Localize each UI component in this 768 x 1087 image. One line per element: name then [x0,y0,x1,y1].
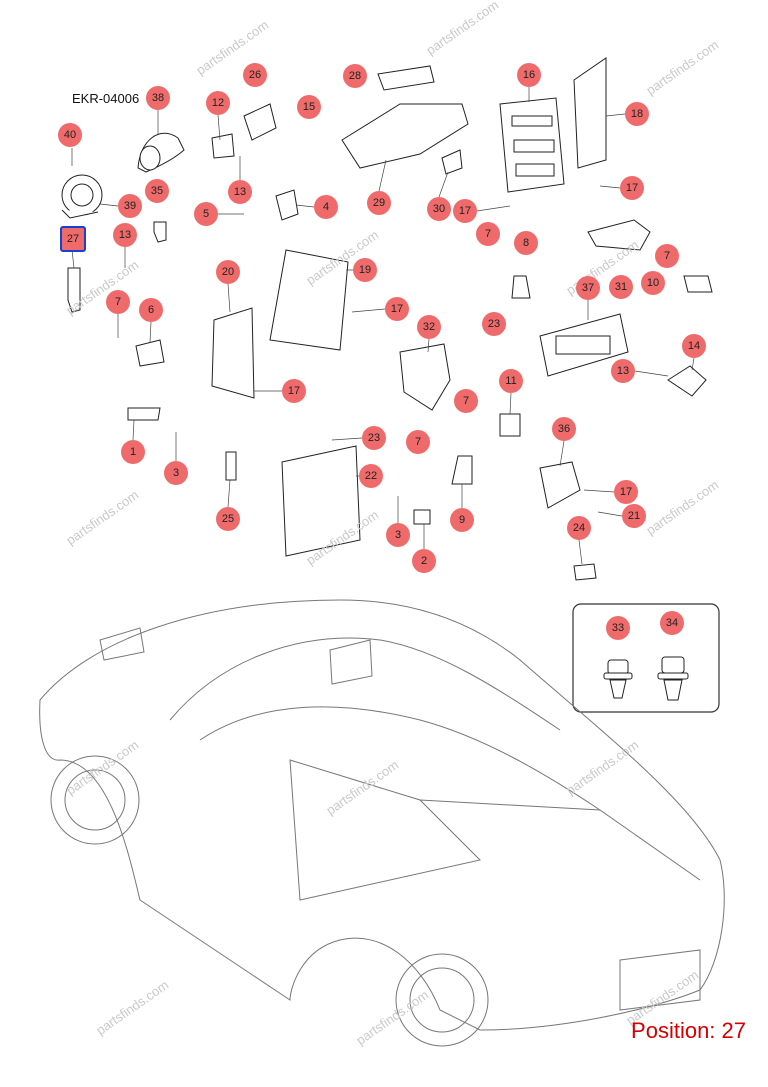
part-28-module [377,65,435,91]
callout-9[interactable]: 9 [450,508,474,532]
part-12-bracket [211,133,235,159]
callout-17[interactable]: 17 [453,199,477,223]
part-10-bracket [683,275,713,293]
part-37-module [539,313,629,377]
callout-40[interactable]: 40 [58,123,82,147]
callout-17[interactable]: 17 [614,480,638,504]
part-26-module [243,103,277,141]
callout-13[interactable]: 13 [113,223,137,247]
callout-26[interactable]: 26 [243,63,267,87]
callout-17[interactable]: 17 [385,297,409,321]
callout-38[interactable]: 38 [146,86,170,110]
callout-3[interactable]: 3 [164,461,188,485]
callout-18[interactable]: 18 [625,102,649,126]
callout-15[interactable]: 15 [297,95,321,119]
callout-13[interactable]: 13 [611,359,635,383]
callout-21[interactable]: 21 [622,504,646,528]
detail-inset-box [572,603,720,713]
callout-8[interactable]: 8 [514,231,538,255]
part-11-bracket [499,413,521,437]
callout-6[interactable]: 6 [139,298,163,322]
part-34-clip [657,656,689,701]
part-33-clip [603,659,633,699]
callout-24[interactable]: 24 [567,516,591,540]
callout-30[interactable]: 30 [427,197,451,221]
callout-1[interactable]: 1 [121,440,145,464]
callout-7[interactable]: 7 [106,290,130,314]
callout-25[interactable]: 25 [216,507,240,531]
part-24-sensor [573,563,597,581]
callout-36[interactable]: 36 [552,417,576,441]
callout-32[interactable]: 32 [417,315,441,339]
callout-23[interactable]: 23 [362,426,386,450]
part-20-bracket [211,307,255,399]
callout-31[interactable]: 31 [609,275,633,299]
part-38-horn [137,132,185,173]
part-4-bracket [275,189,299,221]
callout-28[interactable]: 28 [343,64,367,88]
callout-5[interactable]: 5 [194,202,218,226]
callout-16[interactable]: 16 [517,63,541,87]
callout-7[interactable]: 7 [454,389,478,413]
part-9-bracket [451,455,473,485]
part-35-clip [153,221,167,243]
callout-2[interactable]: 2 [412,549,436,573]
callout-35[interactable]: 35 [145,179,169,203]
callout-33[interactable]: 33 [606,616,630,640]
callout-3[interactable]: 3 [386,523,410,547]
callout-19[interactable]: 19 [353,258,377,282]
callout-34[interactable]: 34 [660,611,684,635]
callout-37[interactable]: 37 [576,276,600,300]
callout-12[interactable]: 12 [206,91,230,115]
part-6-bracket [135,339,165,367]
part-18-bracket [573,57,607,169]
callout-17[interactable]: 17 [620,176,644,200]
callout-7[interactable]: 7 [406,430,430,454]
leader-lines [71,87,695,565]
callout-39[interactable]: 39 [118,194,142,218]
callout-23[interactable]: 23 [482,312,506,336]
part-14-sensor [667,365,707,397]
callout-11[interactable]: 11 [499,369,523,393]
part-2-clip [413,509,431,525]
part-19-module [269,249,349,351]
callout-7[interactable]: 7 [476,222,500,246]
part-36-sensor [539,461,581,509]
part-8-bracket [511,275,531,299]
part-32-bracket [399,343,451,411]
callout-4[interactable]: 4 [314,195,338,219]
callout-20[interactable]: 20 [216,260,240,284]
part-31-bracket [587,219,651,251]
callout-7[interactable]: 7 [655,244,679,268]
part-29-tray [341,103,469,169]
part-27-sensor [67,267,81,313]
part-25-sensor [225,451,237,481]
callout-14[interactable]: 14 [682,334,706,358]
callout-17[interactable]: 17 [282,379,306,403]
vehicle-outline [39,599,725,1047]
part-30-tag [441,149,463,175]
part-22-module [281,445,361,557]
part-16-fuse-box [499,97,565,193]
position-label: Position: 27 [631,1018,746,1043]
callout-27[interactable]: 27 [60,226,86,252]
callout-29[interactable]: 29 [367,191,391,215]
callout-22[interactable]: 22 [359,464,383,488]
part-39-horn [61,174,103,219]
part-1-bracket [127,407,161,421]
callout-10[interactable]: 10 [641,271,665,295]
callout-13[interactable]: 13 [228,180,252,204]
diagram-code-label: EKR-04006 [72,91,140,106]
